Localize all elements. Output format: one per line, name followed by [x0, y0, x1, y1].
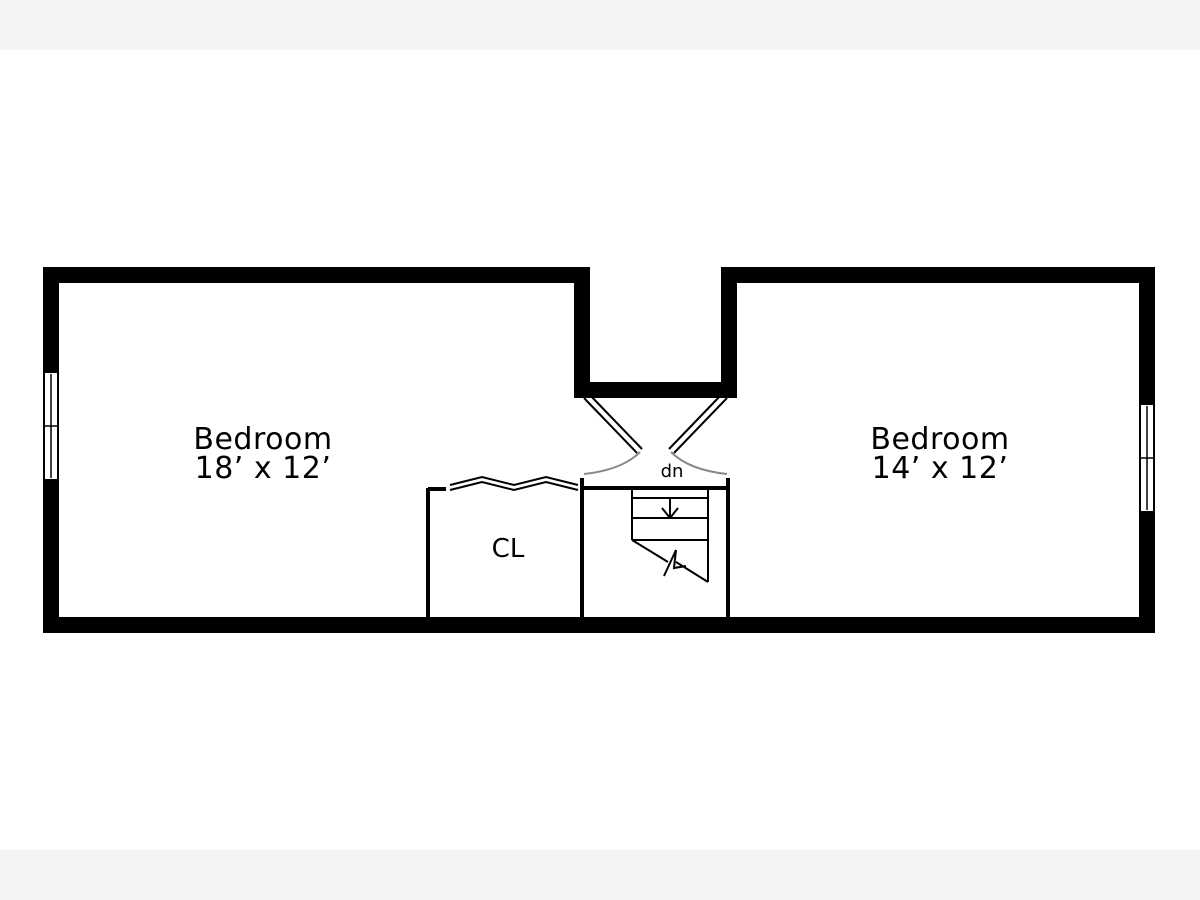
window-right: [1139, 403, 1155, 513]
exterior-walls: [43, 267, 1155, 633]
stairs-direction-label: dn: [661, 461, 684, 482]
room-name-bedroom-right: Bedroom: [870, 422, 1009, 457]
window-left: [43, 371, 59, 481]
floorplan-canvas: [0, 50, 1200, 850]
closet-bifold-door: [449, 475, 579, 492]
top-margin-band: [0, 0, 1200, 50]
hall-double-door: [583, 393, 728, 475]
bottom-margin-band: [0, 850, 1200, 900]
stair-break-line: [663, 549, 687, 577]
room-size-bedroom-left: 18’ x 12’: [195, 451, 332, 486]
outer-wall-outline: [43, 267, 1155, 633]
room-size-bedroom-right: 14’ x 12’: [872, 451, 1009, 486]
down-arrow-icon: [661, 498, 679, 519]
door-swing-arc-right: [670, 451, 728, 475]
interior-walls: [426, 478, 730, 618]
door-swing-arc-left: [583, 451, 641, 475]
closet-label: CL: [492, 534, 525, 564]
staircase: [631, 488, 709, 583]
room-name-bedroom-left: Bedroom: [193, 422, 332, 457]
